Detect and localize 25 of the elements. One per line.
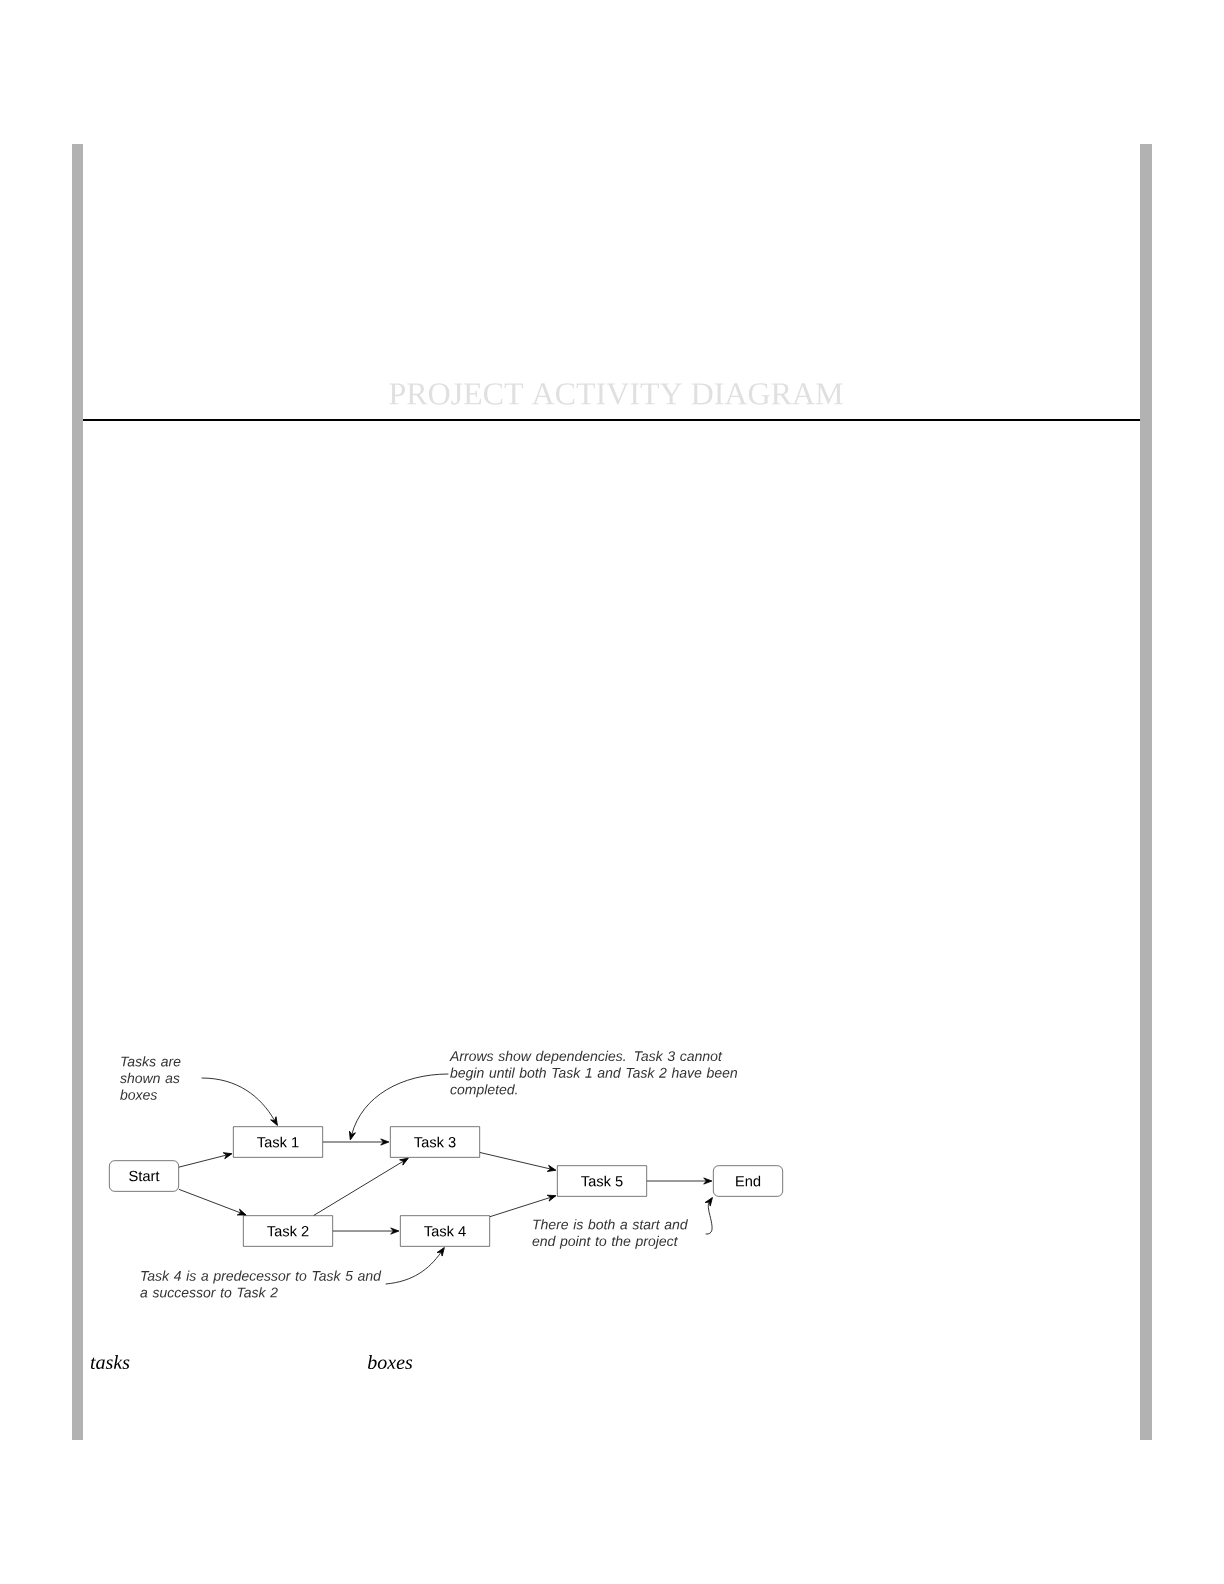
terminal-box: Start bbox=[109, 1160, 179, 1192]
label-text: boxes bbox=[367, 1355, 413, 1370]
task-box: Task 4 bbox=[400, 1215, 490, 1247]
note-text: There is both a start and end point to the project bbox=[532, 1219, 688, 1249]
arrow bbox=[178, 1188, 247, 1216]
callout-arrow bbox=[385, 1247, 445, 1285]
arrow bbox=[479, 1152, 557, 1172]
task-box: Task 2 bbox=[243, 1215, 333, 1247]
callout-arrow bbox=[349, 1073, 449, 1141]
arrow bbox=[489, 1194, 557, 1218]
arrow bbox=[322, 1138, 390, 1146]
arrow bbox=[313, 1157, 409, 1216]
task-box: Task 5 bbox=[557, 1165, 647, 1197]
callout-arrow bbox=[704, 1197, 713, 1235]
terminal-box: End bbox=[713, 1165, 783, 1197]
callout-arrow bbox=[201, 1077, 278, 1126]
arrow bbox=[332, 1227, 400, 1235]
task-box: Task 1 bbox=[233, 1126, 323, 1158]
arrow bbox=[646, 1177, 713, 1185]
note-text: Task 4 is a predecessor to Task 5 and a successor to Task 2 bbox=[140, 1270, 382, 1298]
label-text: tasks bbox=[90, 1355, 130, 1370]
task-box: Task 3 bbox=[390, 1126, 480, 1158]
note-text: Tasks are shown as boxes bbox=[120, 1056, 181, 1100]
note-text: Arrows show dependencies. Task 3 cannot begin until both Task 1 and Task 2 have been completed. bbox=[449, 1050, 738, 1098]
arrow bbox=[178, 1152, 233, 1168]
